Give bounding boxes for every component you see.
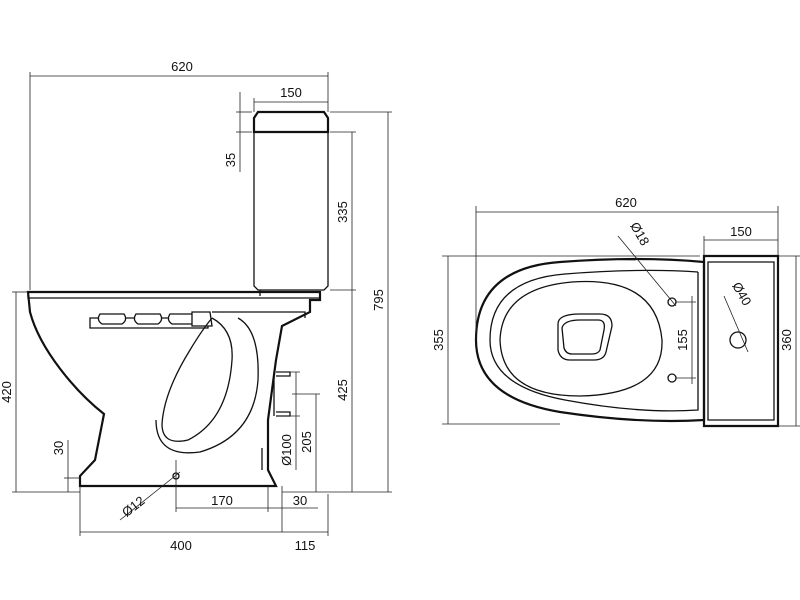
side-dim-outlet-setback: 30	[293, 493, 307, 508]
top-view: 620 150 Ø18 Ø40 355 360 155	[431, 195, 800, 428]
side-dim-seat-height: 420	[0, 381, 14, 403]
side-dim-rear-length: 115	[295, 538, 316, 553]
side-dim-fixing-spacing: 170	[211, 493, 233, 508]
top-dimensions	[442, 206, 800, 427]
side-bowl	[26, 290, 322, 492]
side-dim-fixing-hole: Ø12	[119, 493, 148, 520]
side-dim-overall-length: 620	[171, 59, 193, 74]
top-dim-fixing-spacing: 155	[675, 329, 690, 351]
top-dim-fixing-hole: Ø18	[627, 219, 652, 248]
top-dim-tap-hole: Ø40	[729, 279, 754, 308]
side-dim-overall-height: 795	[371, 289, 386, 311]
top-dim-overall-length: 620	[615, 195, 637, 210]
top-dim-cistern-width: 360	[779, 329, 794, 351]
side-cistern	[252, 110, 330, 296]
side-dim-floor-offset: 30	[51, 441, 66, 455]
side-dim-bowl-height: 425	[335, 379, 350, 401]
side-dim-lid-thickness: 35	[223, 153, 238, 167]
side-dim-base-length: 400	[170, 538, 192, 553]
side-dim-cistern-height: 335	[335, 201, 350, 223]
side-dim-outlet-diameter: Ø100	[279, 434, 294, 466]
side-dim-outlet-height: 205	[299, 431, 314, 453]
side-view: 620 150 35 335 795 420 425 205 Ø100 30 Ø…	[0, 59, 392, 553]
top-dim-bowl-width: 355	[431, 329, 446, 351]
side-dim-cistern-depth: 150	[280, 85, 302, 100]
side-dimensions	[12, 72, 392, 536]
top-dim-cistern-depth: 150	[730, 224, 752, 239]
top-bowl	[474, 257, 706, 423]
